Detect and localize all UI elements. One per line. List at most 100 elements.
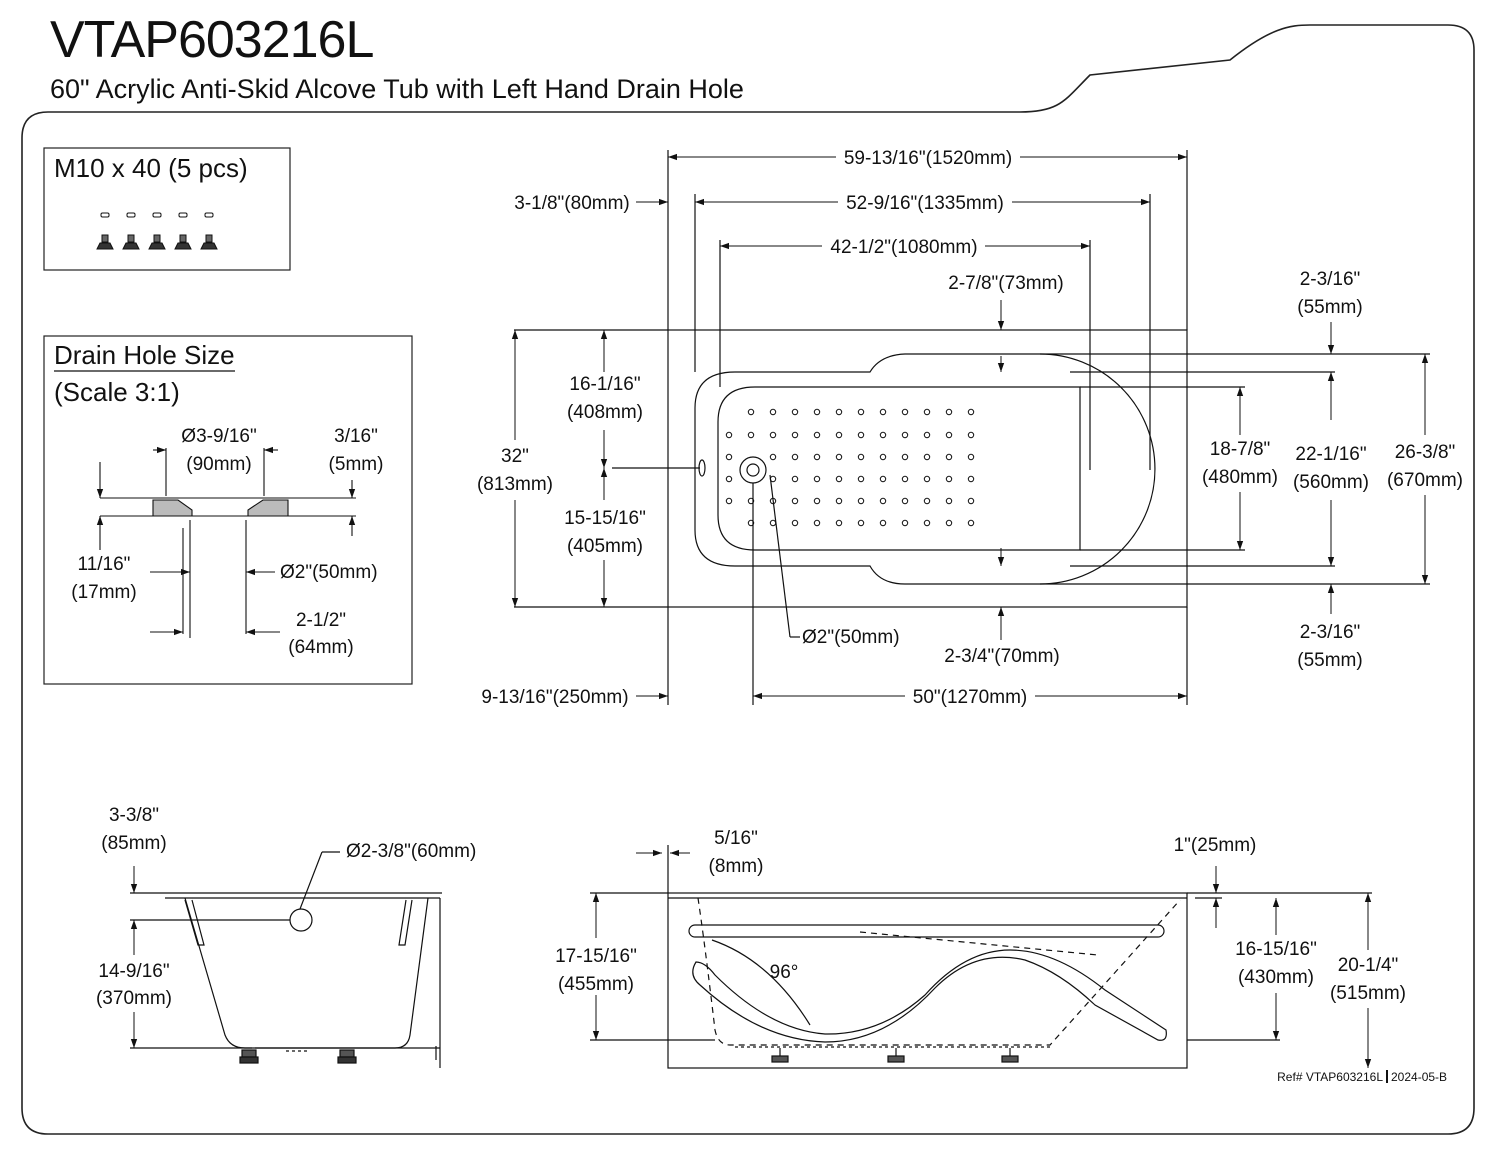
anti-skid-dot	[857, 519, 865, 527]
overflow-dia: Ø2-3/8"(60mm)	[346, 841, 476, 862]
anti-skid-dot	[967, 408, 975, 416]
anti-skid-dot	[879, 497, 887, 505]
anti-skid-dot	[813, 475, 821, 483]
anti-skid-dot	[901, 431, 909, 439]
plan-view-drawing	[514, 150, 1430, 705]
anti-skid-dot	[835, 431, 843, 439]
anti-skid-dot	[769, 453, 777, 461]
anti-skid-dot	[967, 453, 975, 461]
water-depth: 16-15/16"	[1235, 939, 1317, 960]
upper-depth: 16-1/16"	[569, 374, 640, 395]
anti-skid-dot	[901, 453, 909, 461]
drain-outer-dia: Ø3-9/16"	[181, 426, 256, 447]
end-rim-height-mm: (85mm)	[101, 833, 166, 854]
anti-skid-dot	[967, 431, 975, 439]
anti-skid-dot	[879, 431, 887, 439]
anti-skid-dot	[857, 475, 865, 483]
anti-skid-dot	[747, 497, 755, 505]
floor-width: 18-7/8"	[1210, 439, 1271, 460]
anti-skid-dot	[813, 408, 821, 416]
drain-outer-dia-mm: (90mm)	[186, 454, 251, 475]
anti-skid-dot	[835, 475, 843, 483]
inner-width: 22-1/16"	[1295, 444, 1366, 465]
leveling-foot-icon	[174, 212, 192, 250]
drain-hole-box	[43, 335, 413, 685]
anti-skid-dot	[747, 431, 755, 439]
anti-skid-dot	[835, 519, 843, 527]
overall-width: 32"	[501, 446, 529, 467]
drain-depth-mm: (17mm)	[71, 582, 136, 603]
anti-skid-dot	[791, 497, 799, 505]
anti-skid-dot	[791, 431, 799, 439]
drain-to-end: 50"(1270mm)	[913, 687, 1027, 708]
leveling-foot-icon	[96, 212, 114, 250]
anti-skid-dot	[901, 475, 909, 483]
anti-skid-dot	[835, 408, 843, 416]
anti-skid-dot	[813, 519, 821, 527]
product-description: 60" Acrylic Anti-Skid Alcove Tub with Le…	[50, 74, 744, 104]
model-number: VTAP603216L	[50, 11, 374, 69]
side-rim: 1"(25mm)	[1174, 835, 1257, 856]
side-apron-mm: (8mm)	[709, 856, 764, 877]
lower-depth: 15-15/16"	[564, 508, 646, 529]
anti-skid-dot	[945, 431, 953, 439]
anti-skid-dots	[725, 408, 975, 527]
anti-skid-dot	[923, 431, 931, 439]
anti-skid-dot	[791, 519, 799, 527]
basin-width-mm: (670mm)	[1387, 470, 1463, 491]
drain-section-drawing	[96, 446, 356, 638]
right-rim-top: 2-3/16"	[1300, 269, 1361, 290]
anti-skid-dot	[901, 408, 909, 416]
upper-depth-mm: (408mm)	[567, 402, 643, 423]
drain-hole-dia: Ø2"(50mm)	[280, 562, 378, 583]
sheet-border	[21, 24, 1475, 1135]
side-height-left-mm: (455mm)	[558, 974, 634, 995]
anti-skid-dot	[791, 408, 799, 416]
drain-flange-mm: (5mm)	[329, 454, 384, 475]
anti-skid-dot	[769, 519, 777, 527]
anti-skid-dot	[945, 519, 953, 527]
hardware-box	[43, 147, 291, 271]
anti-skid-dot	[945, 475, 953, 483]
revision-date: 2024-05-B	[1391, 1070, 1447, 1084]
basin-width: 26-3/8"	[1395, 442, 1456, 463]
anti-skid-dot	[945, 497, 953, 505]
anti-skid-dot	[923, 475, 931, 483]
anti-skid-dot	[835, 453, 843, 461]
anti-skid-dot	[857, 497, 865, 505]
right-rim-bottom-mm: (55mm)	[1297, 650, 1362, 671]
anti-skid-dot	[769, 497, 777, 505]
anti-skid-dot	[813, 453, 821, 461]
backrest-angle: 96°	[770, 962, 799, 983]
floor-length: 42-1/2"(1080mm)	[830, 237, 977, 258]
anti-skid-dot	[791, 453, 799, 461]
lower-depth-mm: (405mm)	[567, 536, 643, 557]
anti-skid-dot	[857, 453, 865, 461]
water-depth-mm: (430mm)	[1238, 967, 1314, 988]
anti-skid-dot	[879, 453, 887, 461]
anti-skid-dot	[945, 453, 953, 461]
plan-drain-dia: Ø2"(50mm)	[802, 627, 900, 648]
right-rim-top-mm: (55mm)	[1297, 297, 1362, 318]
anti-skid-dot	[923, 519, 931, 527]
drain-length-mm: (64mm)	[288, 637, 353, 658]
drain-box-title: Drain Hole Size	[54, 340, 235, 370]
rim-offset: 3-1/8"(80mm)	[514, 193, 630, 214]
anti-skid-dot	[945, 408, 953, 416]
anti-skid-dot	[879, 408, 887, 416]
anti-skid-dot	[813, 497, 821, 505]
anti-skid-dot	[725, 453, 733, 461]
leveling-foot-icon	[200, 212, 218, 250]
overall-length: 59-13/16"(1520mm)	[844, 148, 1012, 169]
anti-skid-dot	[901, 519, 909, 527]
anti-skid-dot	[923, 453, 931, 461]
anti-skid-dot	[857, 408, 865, 416]
end-view-drawing	[130, 851, 442, 1068]
side-view-dimension-lines	[592, 849, 1372, 1068]
drain-box-scale: (Scale 3:1)	[54, 377, 180, 407]
anti-skid-dot	[747, 519, 755, 527]
anti-skid-dot	[769, 408, 777, 416]
anti-skid-dot	[791, 475, 799, 483]
floor-width-mm: (480mm)	[1202, 467, 1278, 488]
